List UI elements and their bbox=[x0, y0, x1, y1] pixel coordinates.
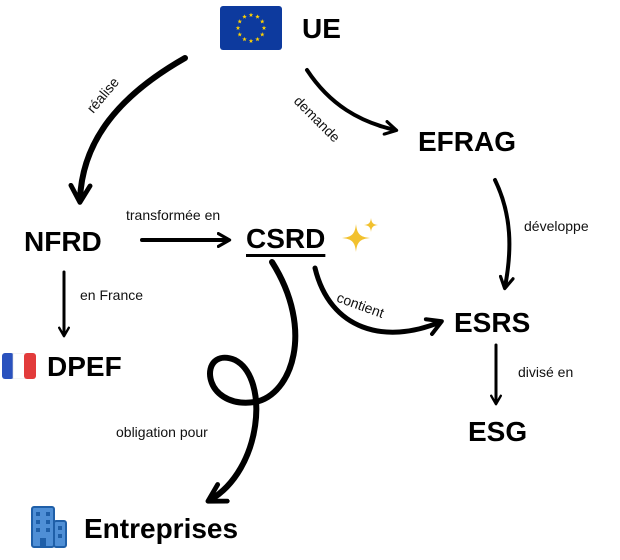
arrow-efrag-to-esrs bbox=[493, 178, 515, 291]
eu-star bbox=[237, 19, 243, 24]
node-efrag: EFRAG bbox=[418, 126, 516, 157]
france-flag-white bbox=[12, 353, 26, 379]
eu-flag-background bbox=[220, 6, 282, 50]
edge-label-transformee-en: transformée en bbox=[126, 207, 221, 223]
eu-star bbox=[255, 36, 260, 42]
edge-label-developpe: développe bbox=[524, 218, 589, 234]
eu-star bbox=[237, 32, 243, 37]
node-nfrd: NFRD bbox=[24, 226, 102, 257]
arrow-ue-to-nfrd bbox=[68, 55, 188, 205]
eu-star bbox=[259, 32, 265, 37]
node-csrd: CSRD bbox=[246, 223, 326, 254]
building-windows bbox=[36, 512, 62, 547]
node-ue: UE bbox=[302, 13, 341, 44]
edge-label-en-france: en France bbox=[80, 287, 144, 303]
node-entreprises: Entreprises bbox=[84, 513, 239, 544]
eu-flag-icon bbox=[220, 6, 282, 50]
eu-flag-stars bbox=[235, 12, 267, 43]
eu-star bbox=[259, 19, 265, 24]
sparkle-large bbox=[342, 224, 370, 252]
eu-star bbox=[261, 25, 267, 30]
eu-star bbox=[242, 14, 247, 19]
arrow-ue-to-efrag bbox=[305, 68, 399, 136]
building-icon bbox=[31, 506, 67, 548]
eu-star bbox=[235, 25, 241, 30]
eu-star bbox=[242, 36, 247, 42]
node-esrs: ESRS bbox=[454, 307, 531, 338]
eu-star bbox=[248, 12, 254, 17]
france-flag-red bbox=[24, 353, 36, 379]
sparkle-small bbox=[364, 218, 378, 232]
arrow-csrd-to-esrs bbox=[312, 265, 444, 337]
sparkle-icon bbox=[342, 218, 378, 252]
eu-star bbox=[248, 38, 254, 43]
eu-star bbox=[255, 14, 260, 19]
node-esg: ESG bbox=[468, 416, 528, 447]
france-flag-icon bbox=[2, 353, 36, 379]
france-flag-blue bbox=[2, 353, 14, 379]
edge-label-divise-en: divisé en bbox=[518, 364, 574, 380]
edge-label-obligation-pour: obligation pour bbox=[116, 424, 208, 440]
node-dpef: DPEF bbox=[47, 351, 122, 382]
arrow-csrd-to-entreprises bbox=[205, 259, 299, 504]
